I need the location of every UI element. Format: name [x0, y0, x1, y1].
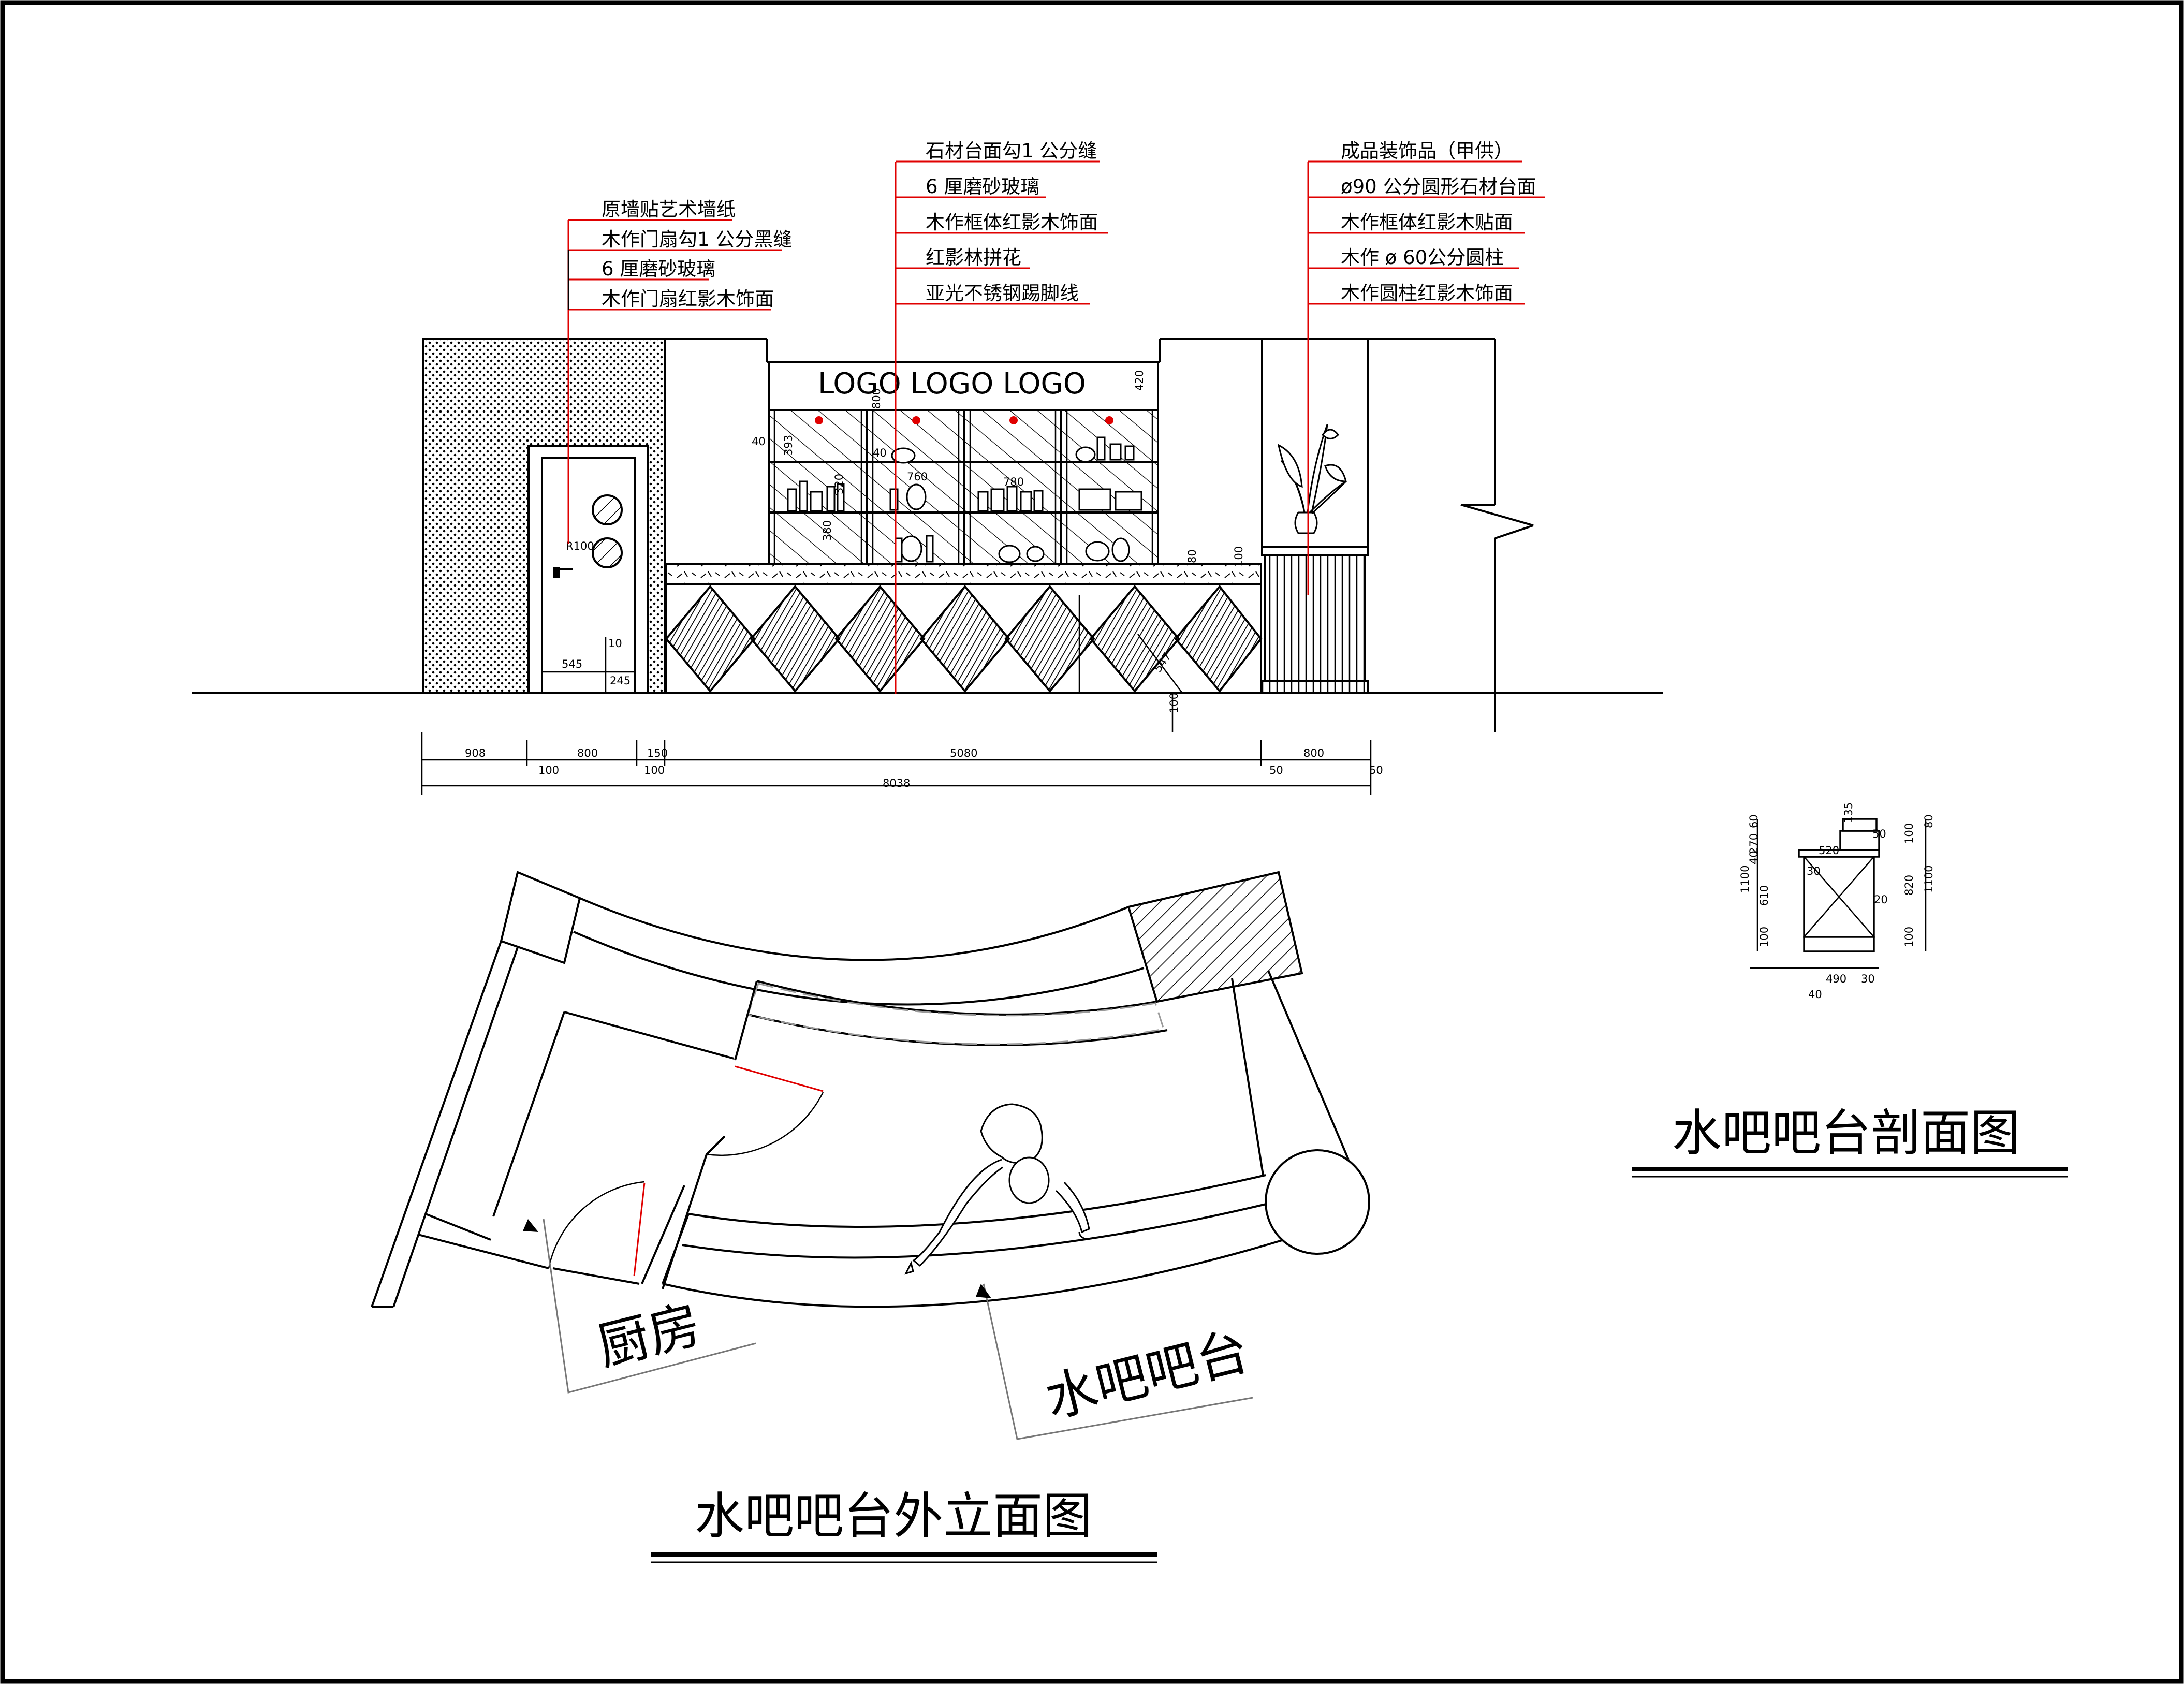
bottle-display	[787, 436, 1142, 563]
door-glass-upper	[592, 494, 623, 525]
bar-section-drawing: 60 270 40 610 100 1100 135 50 520 30 20 …	[1739, 802, 1935, 1001]
elevation-title: 水吧吧台外立面图	[695, 1487, 1092, 1545]
bar-leader	[983, 1283, 1253, 1440]
svg-text:木作 ø 60公分圆柱: 木作 ø 60公分圆柱	[1341, 246, 1504, 269]
svg-text:30: 30	[1861, 973, 1875, 985]
svg-text:1100: 1100	[1923, 866, 1935, 893]
svg-text:1100: 1100	[1739, 866, 1751, 893]
svg-text:50: 50	[1872, 828, 1886, 840]
svg-text:245: 245	[610, 675, 631, 687]
svg-text:40: 40	[1748, 851, 1760, 864]
svg-text:ø90 公分圆形石材台面: ø90 公分圆形石材台面	[1341, 175, 1536, 198]
svg-text:270: 270	[1748, 833, 1760, 854]
svg-text:380: 380	[821, 520, 833, 541]
wood-column	[1264, 554, 1366, 682]
svg-text:800: 800	[1303, 747, 1324, 759]
svg-text:石材台面勾1 公分缝: 石材台面勾1 公分缝	[926, 140, 1097, 162]
svg-text:木作圆柱红影木饰面: 木作圆柱红影木饰面	[1341, 282, 1513, 304]
svg-text:800: 800	[577, 747, 598, 759]
svg-text:木作门扇勾1 公分黑缝: 木作门扇勾1 公分黑缝	[602, 228, 792, 251]
round-stone-table	[1261, 546, 1369, 556]
logo-sign-text: LOGO LOGO LOGO	[818, 367, 1086, 401]
svg-text:610: 610	[1758, 885, 1770, 906]
plan-label-bar: 水吧吧台	[1039, 1321, 1255, 1429]
svg-text:80: 80	[1186, 549, 1198, 563]
overall-dimension-chain: 908 800 150 5080 800 100 100 50 50 8038	[421, 732, 1383, 795]
decor-vase-plant	[1277, 424, 1347, 534]
svg-text:成品装饰品（甲供）: 成品装饰品（甲供）	[1341, 140, 1513, 162]
svg-text:760: 760	[907, 471, 928, 483]
svg-text:20: 20	[1874, 893, 1888, 906]
svg-text:40: 40	[873, 447, 887, 459]
elevation-dimensions: R100 545 10 245 420 40 393 800 40 760 78…	[543, 370, 1245, 732]
svg-text:420: 420	[1133, 370, 1146, 391]
svg-text:150: 150	[647, 747, 668, 759]
svg-text:木作门扇红影木饰面: 木作门扇红影木饰面	[602, 288, 774, 310]
front-elevation: LOGO LOGO LOGO	[192, 140, 1663, 732]
plan-round-column	[1265, 1149, 1370, 1255]
svg-text:100: 100	[1168, 693, 1180, 713]
door-glass-lower	[592, 537, 623, 568]
kitchen-leader	[543, 1219, 756, 1394]
svg-text:30: 30	[1807, 865, 1821, 877]
svg-text:490: 490	[1826, 973, 1846, 985]
svg-text:100: 100	[1903, 823, 1915, 844]
svg-text:100: 100	[1233, 546, 1245, 567]
door-handle	[553, 567, 560, 578]
diamond-parquet-panels	[665, 584, 1263, 693]
column-base	[1260, 680, 1369, 694]
svg-text:800: 800	[870, 388, 883, 409]
svg-text:393: 393	[782, 435, 795, 456]
person-top-view	[904, 1103, 1090, 1275]
svg-text:6 厘磨砂玻璃: 6 厘磨砂玻璃	[602, 258, 715, 280]
plan-pillar-right	[1127, 871, 1303, 1003]
svg-text:80: 80	[1923, 814, 1935, 828]
svg-text:6 厘磨砂玻璃: 6 厘磨砂玻璃	[926, 175, 1039, 198]
cabinet-spotlights	[815, 416, 1113, 424]
svg-text:908: 908	[465, 747, 486, 759]
plan-label-kitchen: 厨房	[592, 1294, 707, 1377]
svg-text:40: 40	[1808, 988, 1822, 1001]
svg-text:木作框体红影木饰面: 木作框体红影木饰面	[926, 211, 1098, 233]
svg-text:50: 50	[1269, 764, 1283, 776]
svg-text:8038: 8038	[883, 777, 910, 789]
svg-text:木作框体红影木贴面: 木作框体红影木贴面	[1341, 211, 1513, 233]
bar-plan-view: 厨房 水吧吧台	[371, 871, 1370, 1440]
svg-text:100: 100	[538, 764, 559, 776]
svg-text:520: 520	[1819, 844, 1839, 857]
annotation-text: 原墙贴艺术墙纸 木作门扇勾1 公分黑缝 6 厘磨砂玻璃 木作门扇红影木饰面 石材…	[602, 140, 1536, 310]
svg-text:100: 100	[1758, 927, 1770, 947]
svg-text:820: 820	[1903, 875, 1915, 896]
svg-text:320: 320	[833, 474, 845, 494]
svg-text:40: 40	[752, 435, 766, 448]
svg-text:10: 10	[608, 637, 622, 650]
plan-pillar-left	[500, 871, 581, 964]
leader-lines	[567, 160, 1545, 694]
svg-text:780: 780	[1003, 476, 1024, 488]
svg-text:60: 60	[1748, 814, 1760, 828]
svg-text:135: 135	[1842, 802, 1855, 823]
svg-text:原墙贴艺术墙纸: 原墙贴艺术墙纸	[602, 198, 736, 221]
logo-panel	[768, 361, 1159, 411]
section-title: 水吧吧台剖面图	[1672, 1104, 2020, 1162]
svg-text:100: 100	[644, 764, 665, 776]
svg-text:545: 545	[562, 658, 582, 670]
stone-countertop	[665, 563, 1262, 585]
svg-text:红影林拼花: 红影林拼花	[926, 246, 1021, 269]
svg-text:亚光不锈钢踢脚线: 亚光不锈钢踢脚线	[926, 282, 1079, 304]
svg-text:5080: 5080	[950, 747, 977, 759]
svg-text:50: 50	[1369, 764, 1383, 776]
svg-text:100: 100	[1903, 927, 1915, 947]
svg-text:R100: R100	[566, 540, 594, 552]
